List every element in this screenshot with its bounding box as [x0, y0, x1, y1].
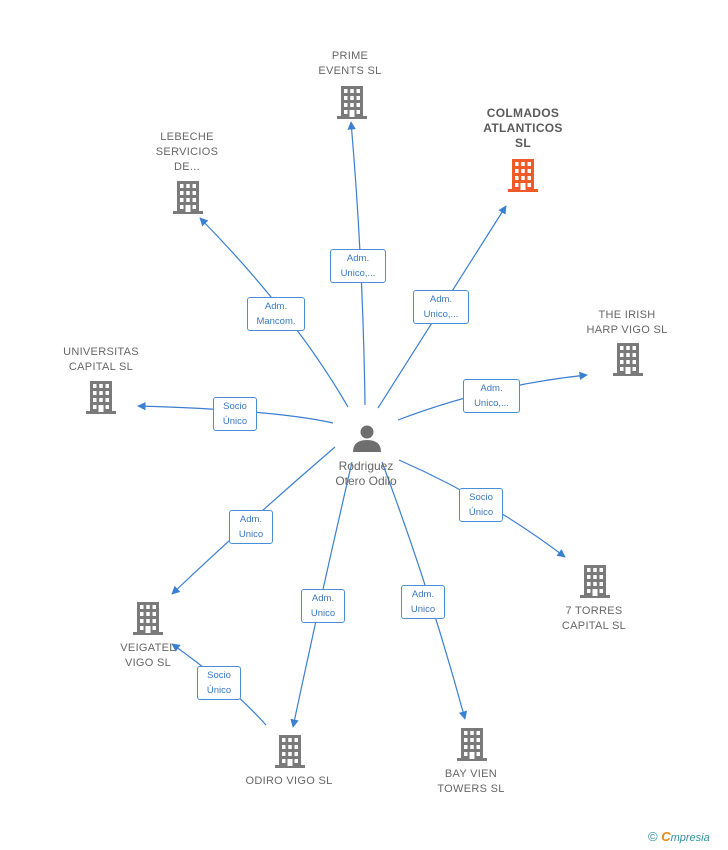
building-icon[interactable] — [613, 343, 643, 376]
company-label-line: COLMADOS — [486, 106, 560, 120]
relation-badge[interactable]: Adm. Unico — [401, 585, 445, 619]
relation-badge-line: Adm. — [311, 593, 335, 604]
relation-badge[interactable]: Adm. Unico,... — [413, 290, 469, 324]
center-name-line2: Otero Odilo — [335, 474, 397, 488]
company-label-bay-vien[interactable]: BAY VIEN TOWERS SL — [406, 767, 536, 797]
relation-badge-line: Adm. — [411, 589, 435, 600]
center-name-line1: Rodriguez — [338, 459, 394, 473]
building-icon[interactable] — [337, 86, 367, 119]
company-label-line: CAPITAL SL — [68, 361, 134, 373]
company-label-line: VIGO SL — [124, 657, 172, 669]
company-label-line: ATLANTICOS — [483, 121, 563, 135]
company-label-lebeche[interactable]: LEBECHE SERVICIOS DE... — [122, 130, 252, 175]
building-icon[interactable] — [133, 602, 163, 635]
person-icon[interactable] — [353, 425, 381, 453]
building-icon[interactable] — [275, 735, 305, 768]
company-label-the-irish-harp[interactable]: THE IRISH HARP VIGO SL — [562, 308, 692, 338]
company-label-line: HARP VIGO SL — [586, 324, 668, 336]
company-label-line: BAY VIEN — [444, 768, 498, 780]
relation-badge[interactable]: Adm. Unico,... — [330, 249, 386, 283]
relation-badge-line: Adm. — [264, 301, 288, 312]
relation-badge-line: Único — [206, 685, 232, 696]
company-label-line: UNIVERSITAS — [63, 346, 139, 358]
relation-badge-line: Unico,... — [474, 398, 509, 409]
relation-badge-line: Unico — [410, 604, 436, 615]
relation-badge[interactable]: Adm. Unico,... — [463, 379, 520, 413]
footer-brand[interactable]: © Cmpresia — [648, 829, 710, 844]
building-icon[interactable] — [86, 381, 116, 414]
relation-badge-line: Socio — [223, 401, 247, 412]
relation-badge-line: Adm. — [480, 383, 503, 394]
relation-badge[interactable]: Adm. Mancom. — [247, 297, 305, 331]
brand-logo-initial: C — [661, 829, 671, 844]
brand-logo-text: mpresia — [670, 832, 710, 844]
company-label-line: LEBECHE — [160, 131, 214, 143]
relation-badge-line: Socio — [469, 492, 493, 503]
relation-badge-line: Socio — [207, 670, 231, 681]
relation-badge-line: Adm. — [346, 253, 370, 264]
company-label-veigatel[interactable]: VEIGATEL VIGO SL — [83, 641, 213, 671]
relation-badge-line: Único — [222, 416, 248, 427]
company-label-line: EVENTS SL — [318, 65, 382, 77]
building-icon[interactable] — [173, 181, 203, 214]
relation-badge-line: Mancom. — [256, 316, 296, 327]
relation-badge-line: Adm. — [429, 294, 453, 305]
company-label-odiro[interactable]: ODIRO VIGO SL — [224, 774, 354, 789]
relation-badge-line: Adm. — [239, 514, 263, 525]
center-person-label[interactable]: Rodriguez Otero Odilo — [306, 459, 426, 489]
relation-badge[interactable]: Adm. Unico — [301, 589, 345, 623]
relation-badge-line: Único — [468, 507, 494, 518]
copyright-symbol: © — [648, 829, 658, 844]
relation-badge-line: Unico — [238, 529, 264, 540]
company-label-universitas[interactable]: UNIVERSITAS CAPITAL SL — [36, 345, 166, 375]
company-label-line: THE IRISH — [598, 309, 656, 321]
company-label-line: 7 TORRES — [565, 605, 623, 617]
company-label-line: TOWERS SL — [437, 783, 505, 795]
company-label-7-torres[interactable]: 7 TORRES CAPITAL SL — [529, 604, 659, 634]
relation-badge-line: Unico,... — [340, 268, 376, 279]
relation-badge[interactable]: Adm. Unico — [229, 510, 273, 544]
company-label-line: PRIME — [331, 50, 369, 62]
company-label-line: CAPITAL SL — [561, 620, 627, 632]
relation-badge-line: Unico,... — [423, 309, 459, 320]
company-label-line: VEIGATEL — [120, 642, 176, 654]
company-label-prime-events[interactable]: PRIME EVENTS SL — [285, 49, 415, 79]
building-icon[interactable] — [508, 159, 538, 192]
building-icon[interactable] — [457, 728, 487, 761]
building-icon[interactable] — [580, 565, 610, 598]
relation-badge-line: Unico — [310, 608, 336, 619]
company-label-line: DE... — [174, 161, 200, 173]
company-label-line: SERVICIOS — [155, 146, 219, 158]
company-label-line: ODIRO VIGO SL — [245, 775, 333, 787]
company-label-line: SL — [515, 136, 531, 150]
